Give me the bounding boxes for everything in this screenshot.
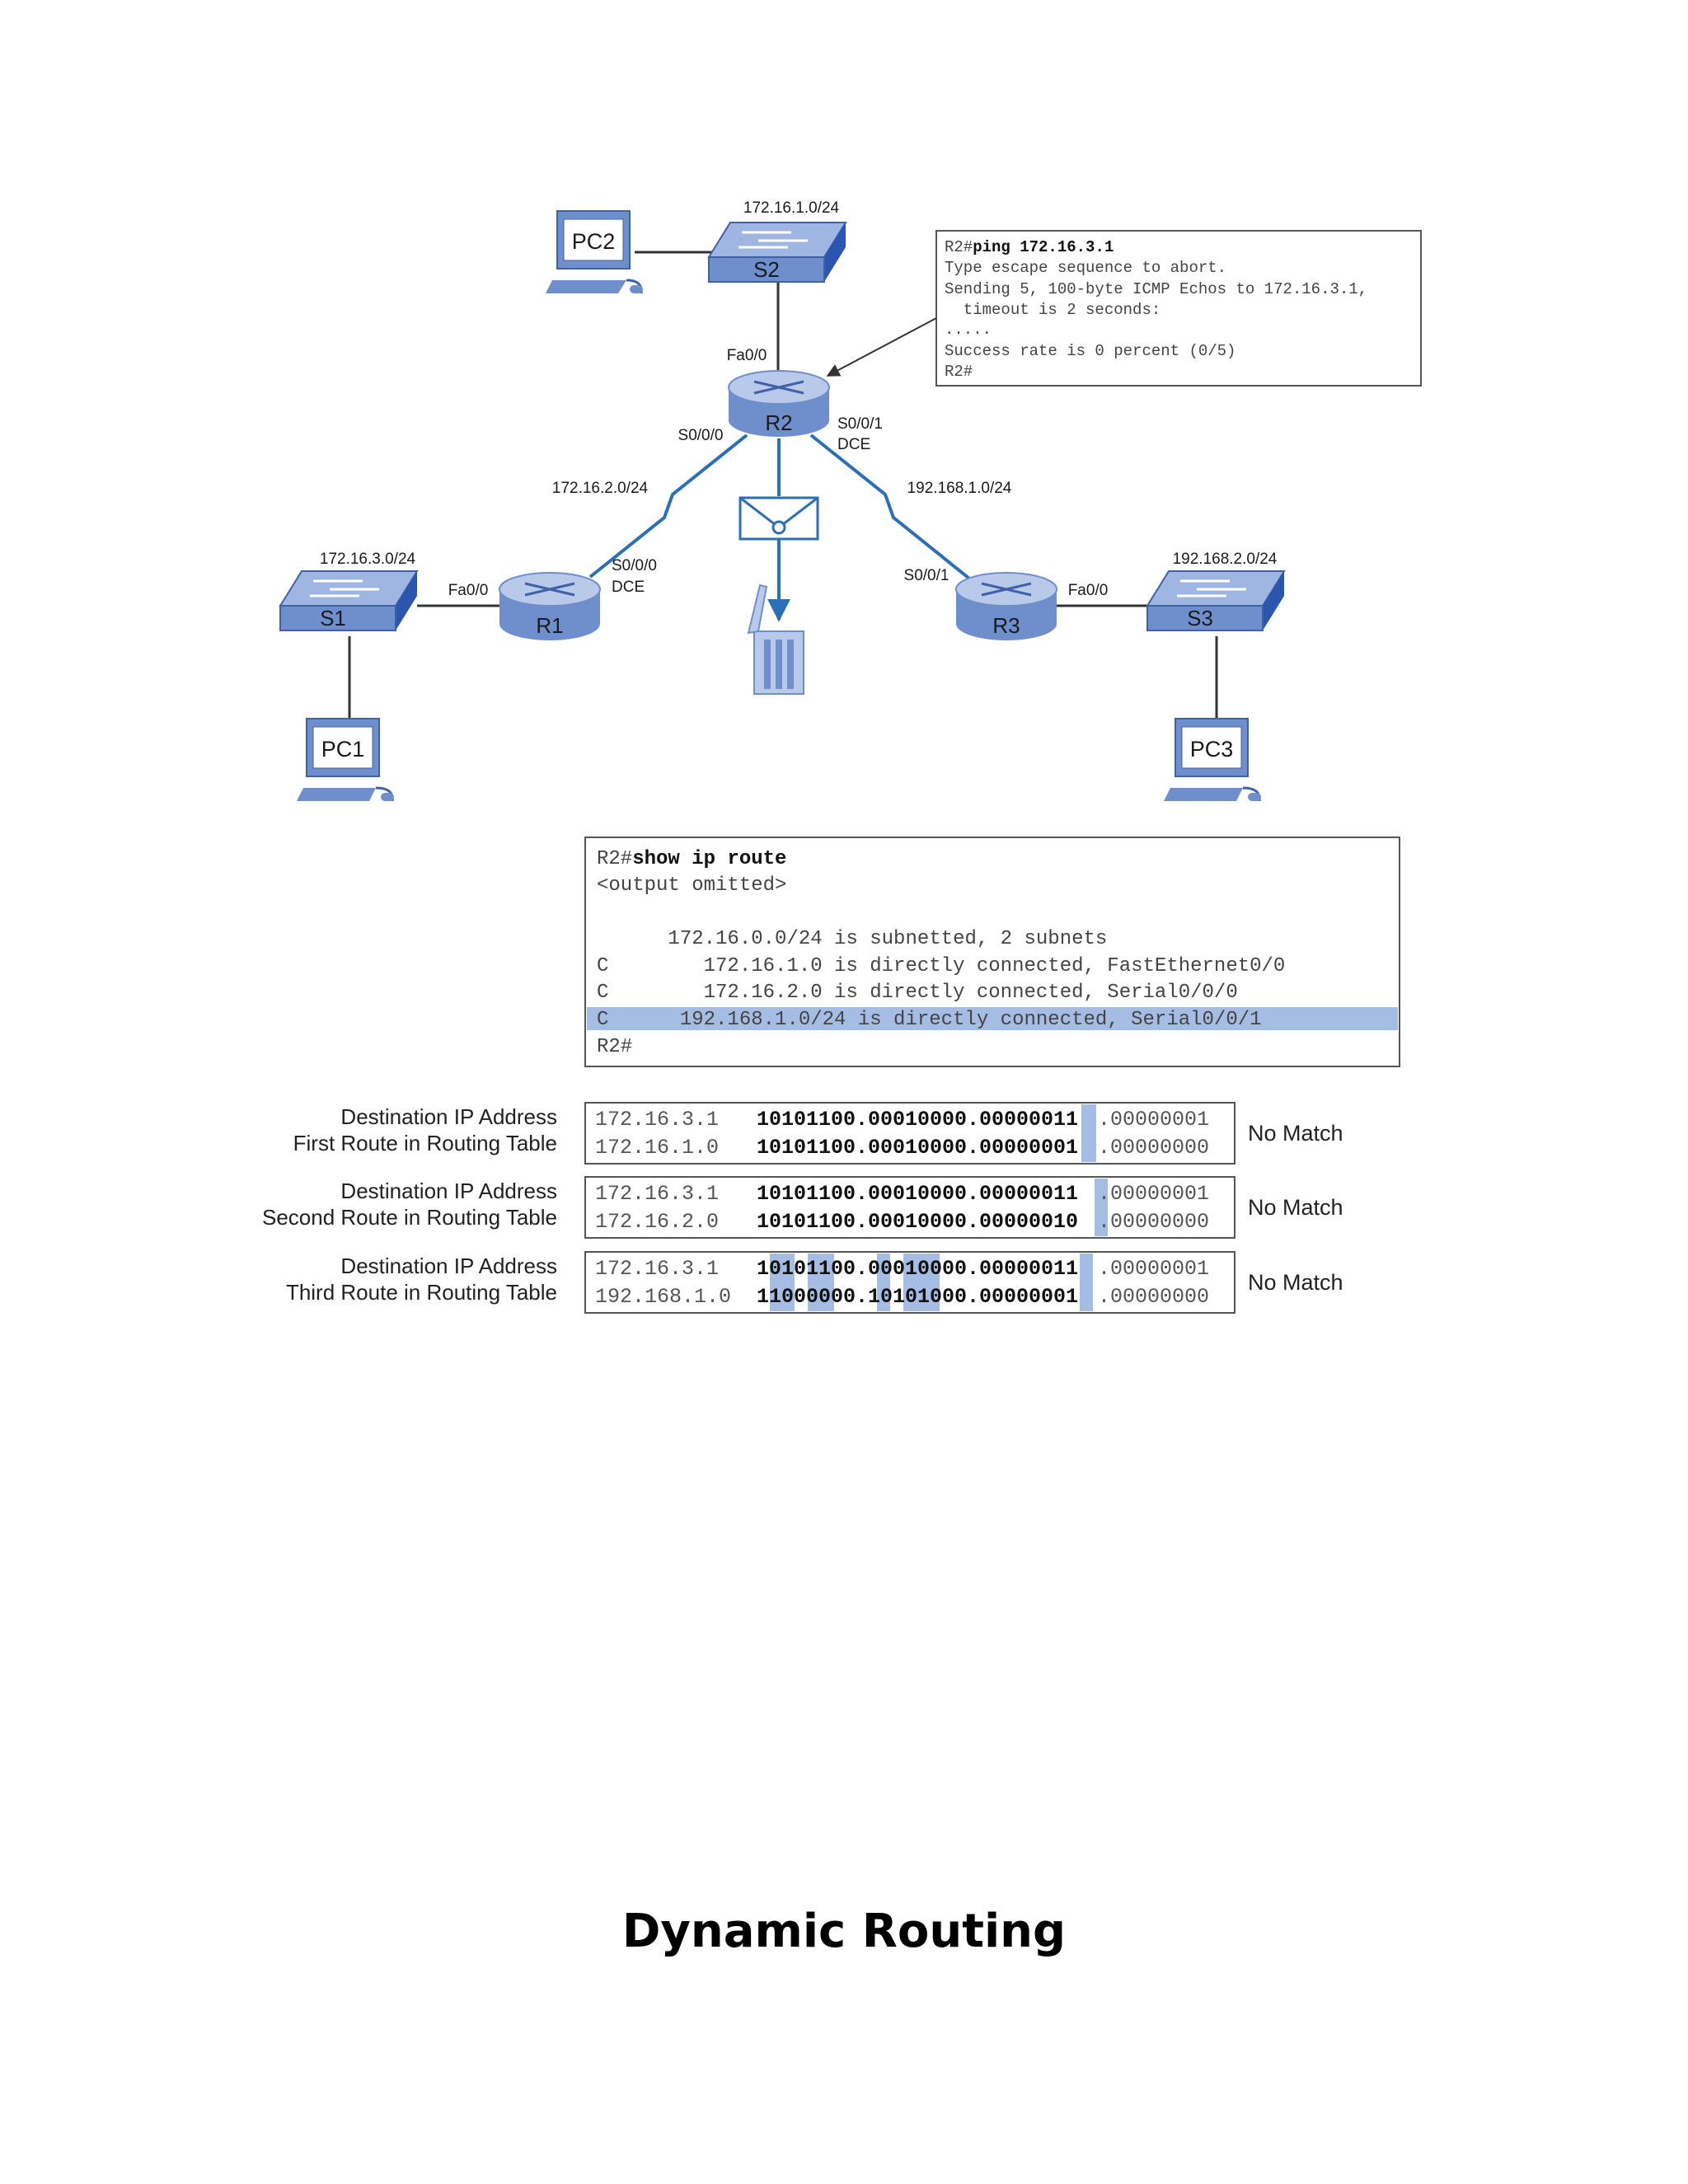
comparison-row-3: Destination IP Address Third Route in Ro… bbox=[286, 1251, 1343, 1314]
interface-label: DCE bbox=[837, 436, 870, 453]
route-subnet-line: 172.16.0.0/24 is subnetted, 2 subnets bbox=[597, 928, 1107, 950]
network-label: 172.16.1.0/24 bbox=[743, 199, 840, 217]
ping-line: Sending 5, 100-byte ICMP Echos to 172.16… bbox=[945, 280, 1367, 298]
route-output-box: R2#show ip route <output omitted> 172.16… bbox=[584, 837, 1400, 1067]
envelope-icon bbox=[738, 496, 819, 541]
cmp-binary: 10101100.00010000.00000011 bbox=[757, 1257, 1078, 1281]
serial-links bbox=[588, 434, 979, 622]
ping-line: timeout is 2 seconds: bbox=[945, 301, 1160, 319]
comparison-row-1: Destination IP Address First Route in Ro… bbox=[293, 1102, 1343, 1165]
route-end-prompt: R2# bbox=[597, 1036, 632, 1058]
device-label-s3: S3 bbox=[1187, 606, 1213, 630]
route-highlight bbox=[587, 1007, 1398, 1030]
cmp-ip: 172.16.3.1 bbox=[595, 1108, 719, 1132]
row-label: Second Route in Routing Table bbox=[262, 1205, 557, 1230]
cmp-binary: 11000000.10101000.00000001 bbox=[757, 1285, 1078, 1309]
row-label: Destination IP Address bbox=[340, 1254, 557, 1278]
switch-arrows-icon bbox=[1177, 579, 1246, 598]
link-r2-r3-serial bbox=[809, 434, 979, 587]
device-label-s2: S2 bbox=[753, 257, 780, 282]
cmp-tail: .00000000 bbox=[1098, 1136, 1209, 1160]
interface-labels: Fa0/0 S0/0/0 S0/0/1 DCE S0/0/0 DCE Fa0/0… bbox=[448, 347, 1109, 599]
interface-label: S0/0/0 bbox=[678, 427, 724, 444]
ping-callout-arrow bbox=[826, 317, 937, 377]
page-title: Dynamic Routing bbox=[622, 1905, 1066, 1958]
ping-command: R2#ping 172.16.3.1 bbox=[945, 238, 1114, 256]
device-label-pc3: PC3 bbox=[1190, 737, 1234, 762]
switch-s1[interactable]: S1 bbox=[279, 570, 419, 631]
interface-label: Fa0/0 bbox=[1068, 582, 1109, 599]
cmp-ip: 172.16.3.1 bbox=[595, 1257, 719, 1281]
row-label: Third Route in Routing Table bbox=[286, 1280, 557, 1305]
ping-line: Type escape sequence to abort. bbox=[945, 259, 1226, 277]
network-label: 172.16.3.0/24 bbox=[320, 551, 416, 568]
device-label-r1: R1 bbox=[536, 613, 563, 638]
route-entry: C 172.16.1.0 is directly connected, Fast… bbox=[597, 955, 1285, 977]
route-entry: C 172.16.2.0 is directly connected, Seri… bbox=[597, 982, 1238, 1004]
interface-label: Fa0/0 bbox=[448, 582, 489, 599]
network-label: 172.16.2.0/24 bbox=[552, 480, 649, 497]
switch-s2[interactable]: S2 bbox=[707, 222, 847, 283]
cmp-binary: 10101100.00010000.00000011 bbox=[757, 1182, 1078, 1206]
cmp-tail: .00000000 bbox=[1098, 1285, 1209, 1309]
cmp-tail: .00000001 bbox=[1098, 1108, 1209, 1132]
trash-can-icon bbox=[747, 583, 804, 695]
device-label-r2: R2 bbox=[765, 410, 792, 435]
ethernet-links bbox=[348, 251, 1218, 722]
pc-pc2[interactable]: PC2 bbox=[546, 210, 643, 294]
ping-line: ..... bbox=[945, 321, 992, 339]
network-label: 192.168.1.0/24 bbox=[907, 480, 1012, 497]
cmp-tail: .00000001 bbox=[1098, 1257, 1209, 1281]
interface-label: S0/0/1 bbox=[904, 567, 950, 584]
device-label-pc1: PC1 bbox=[321, 737, 365, 762]
bit-highlights bbox=[770, 1254, 1093, 1311]
pc-pc1[interactable]: PC1 bbox=[297, 718, 394, 802]
route-omitted: <output omitted> bbox=[597, 874, 786, 897]
ping-line: Success rate is 0 percent (0/5) bbox=[945, 342, 1236, 360]
router-r2[interactable]: R2 bbox=[728, 370, 830, 437]
cmp-ip: 172.16.3.1 bbox=[595, 1182, 719, 1206]
interface-label: Fa0/0 bbox=[727, 347, 767, 364]
cmp-ip: 172.16.2.0 bbox=[595, 1210, 719, 1234]
pc-pc3[interactable]: PC3 bbox=[1164, 718, 1261, 802]
interface-label: DCE bbox=[612, 579, 645, 596]
interface-label: S0/0/1 bbox=[837, 415, 883, 433]
device-label-pc2: PC2 bbox=[572, 229, 616, 254]
network-label: 192.168.2.0/24 bbox=[1173, 551, 1278, 568]
cmp-binary: 10101100.00010000.00000001 bbox=[757, 1136, 1078, 1160]
router-arrows-icon bbox=[524, 582, 575, 597]
comparison-row-2: Destination IP Address Second Route in R… bbox=[262, 1176, 1343, 1239]
switch-arrows-icon bbox=[738, 231, 808, 249]
device-label-r3: R3 bbox=[992, 613, 1020, 638]
ping-output-box: R2#ping 172.16.3.1 Type escape sequence … bbox=[935, 230, 1422, 387]
bit-highlight bbox=[1081, 1104, 1096, 1162]
network-labels: 172.16.1.0/24 172.16.2.0/24 192.168.1.0/… bbox=[320, 199, 1278, 568]
device-label-s1: S1 bbox=[320, 606, 346, 630]
router-arrows-icon bbox=[981, 582, 1032, 597]
row-label: Destination IP Address bbox=[340, 1104, 557, 1129]
switch-arrows-icon bbox=[310, 579, 379, 598]
route-entry: C 192.168.1.0/24 is directly connected, … bbox=[597, 1009, 1262, 1031]
cmp-ip: 192.168.1.0 bbox=[595, 1285, 731, 1309]
ping-line: R2# bbox=[945, 363, 973, 381]
bit-highlight bbox=[1095, 1179, 1108, 1236]
row-label: Destination IP Address bbox=[340, 1179, 557, 1203]
cmp-binary: 10101100.00010000.00000010 bbox=[757, 1210, 1078, 1234]
cmp-tail: .00000001 bbox=[1098, 1182, 1209, 1206]
cmp-ip: 172.16.1.0 bbox=[595, 1136, 719, 1160]
match-result: No Match bbox=[1248, 1270, 1343, 1295]
interface-label: S0/0/0 bbox=[612, 557, 657, 574]
match-result: No Match bbox=[1248, 1121, 1343, 1146]
cmp-binary: 10101100.00010000.00000011 bbox=[757, 1108, 1078, 1132]
router-r1[interactable]: R1 bbox=[499, 572, 601, 640]
match-result: No Match bbox=[1248, 1195, 1343, 1220]
route-command: R2#show ip route bbox=[597, 848, 786, 870]
link-r1-r2-serial bbox=[588, 434, 748, 579]
router-arrows-icon bbox=[753, 380, 804, 395]
router-r3[interactable]: R3 bbox=[955, 572, 1057, 640]
cmp-tail: .00000000 bbox=[1098, 1210, 1209, 1234]
switch-s3[interactable]: S3 bbox=[1146, 570, 1286, 631]
row-label: First Route in Routing Table bbox=[293, 1131, 557, 1155]
